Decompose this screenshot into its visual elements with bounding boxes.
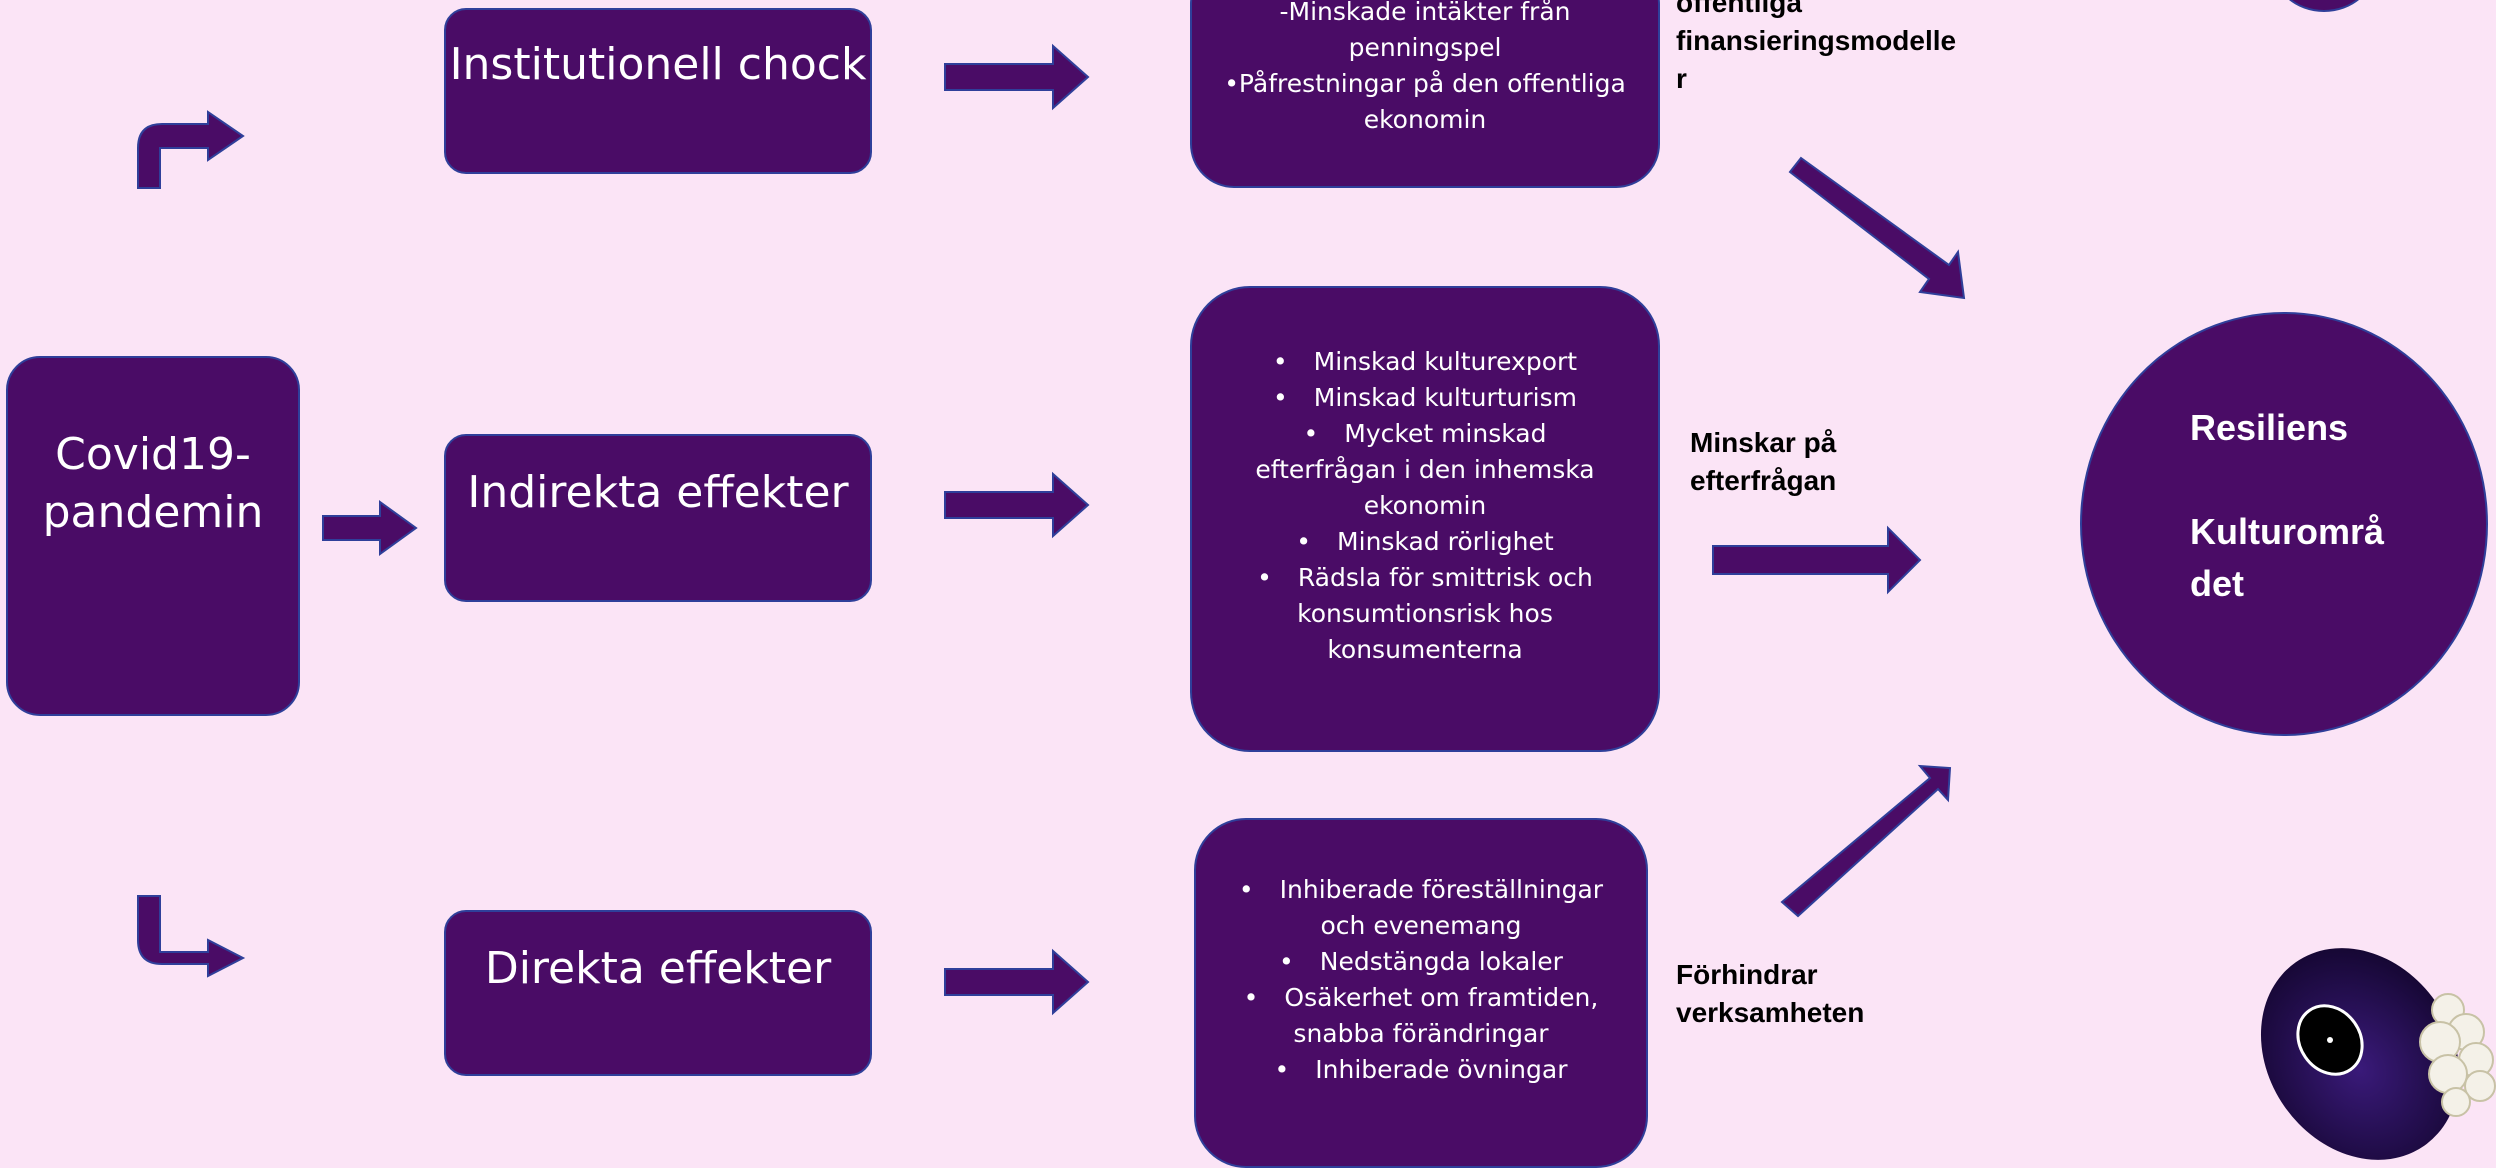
- arrow-direct-to-details: [944, 948, 1090, 1016]
- effect-box-institutional: Institutionell chock: [444, 8, 872, 174]
- details-box-direct: Inhiberade föreställningar och evenemang…: [1194, 818, 1648, 1168]
- direct-details-list: Inhiberade föreställningar och evenemang…: [1232, 872, 1610, 1088]
- target-text: Resiliens Kulturområ det: [2190, 407, 2385, 604]
- label-middle: Minskar på efterfrågan: [1690, 427, 1837, 496]
- arrow-bottom-to-target: [1780, 764, 1952, 918]
- details-box-indirect: Minskad kulturexport Minskad kulturturis…: [1190, 286, 1660, 752]
- details-box-institutional: -Minskade intäkter från penningspel •Påf…: [1190, 0, 1660, 188]
- arrow-top-to-target: [1788, 156, 1966, 300]
- arrow-indirect-to-details: [944, 471, 1090, 539]
- bent-arrow-down-icon: [137, 895, 246, 978]
- arrow-middle-to-target: [1712, 525, 1922, 595]
- label-top: offentliga finansieringsmodelle r: [1676, 0, 1957, 94]
- indirect-details-list: Minskad kulturexport Minskad kulturturis…: [1250, 344, 1600, 668]
- target-circle-resiliens: Resiliens Kulturområ det: [2080, 312, 2488, 736]
- label-bottom: Förhindrar verksamheten: [1676, 959, 1865, 1028]
- effect-box-direct: Direkta effekter: [444, 910, 872, 1076]
- bent-arrow-up-icon: [137, 110, 245, 189]
- vinyl-popcorn-illustration: [2260, 948, 2496, 1160]
- arrow-source-to-indirect: [322, 500, 418, 556]
- effect-institutional-label: Institutionell chock: [449, 39, 867, 90]
- effect-direct-label: Direkta effekter: [484, 943, 832, 994]
- arrow-institutional-to-details: [944, 43, 1090, 111]
- source-title: Covid19- pandemin: [42, 429, 264, 538]
- effect-box-indirect: Indirekta effekter: [444, 434, 872, 602]
- popcorn-icon: [2419, 993, 2496, 1117]
- source-box-covid19: Covid19- pandemin: [6, 356, 300, 716]
- effect-indirect-label: Indirekta effekter: [467, 467, 849, 518]
- institutional-details-list: -Minskade intäkter från penningspel •Påf…: [1224, 0, 1626, 134]
